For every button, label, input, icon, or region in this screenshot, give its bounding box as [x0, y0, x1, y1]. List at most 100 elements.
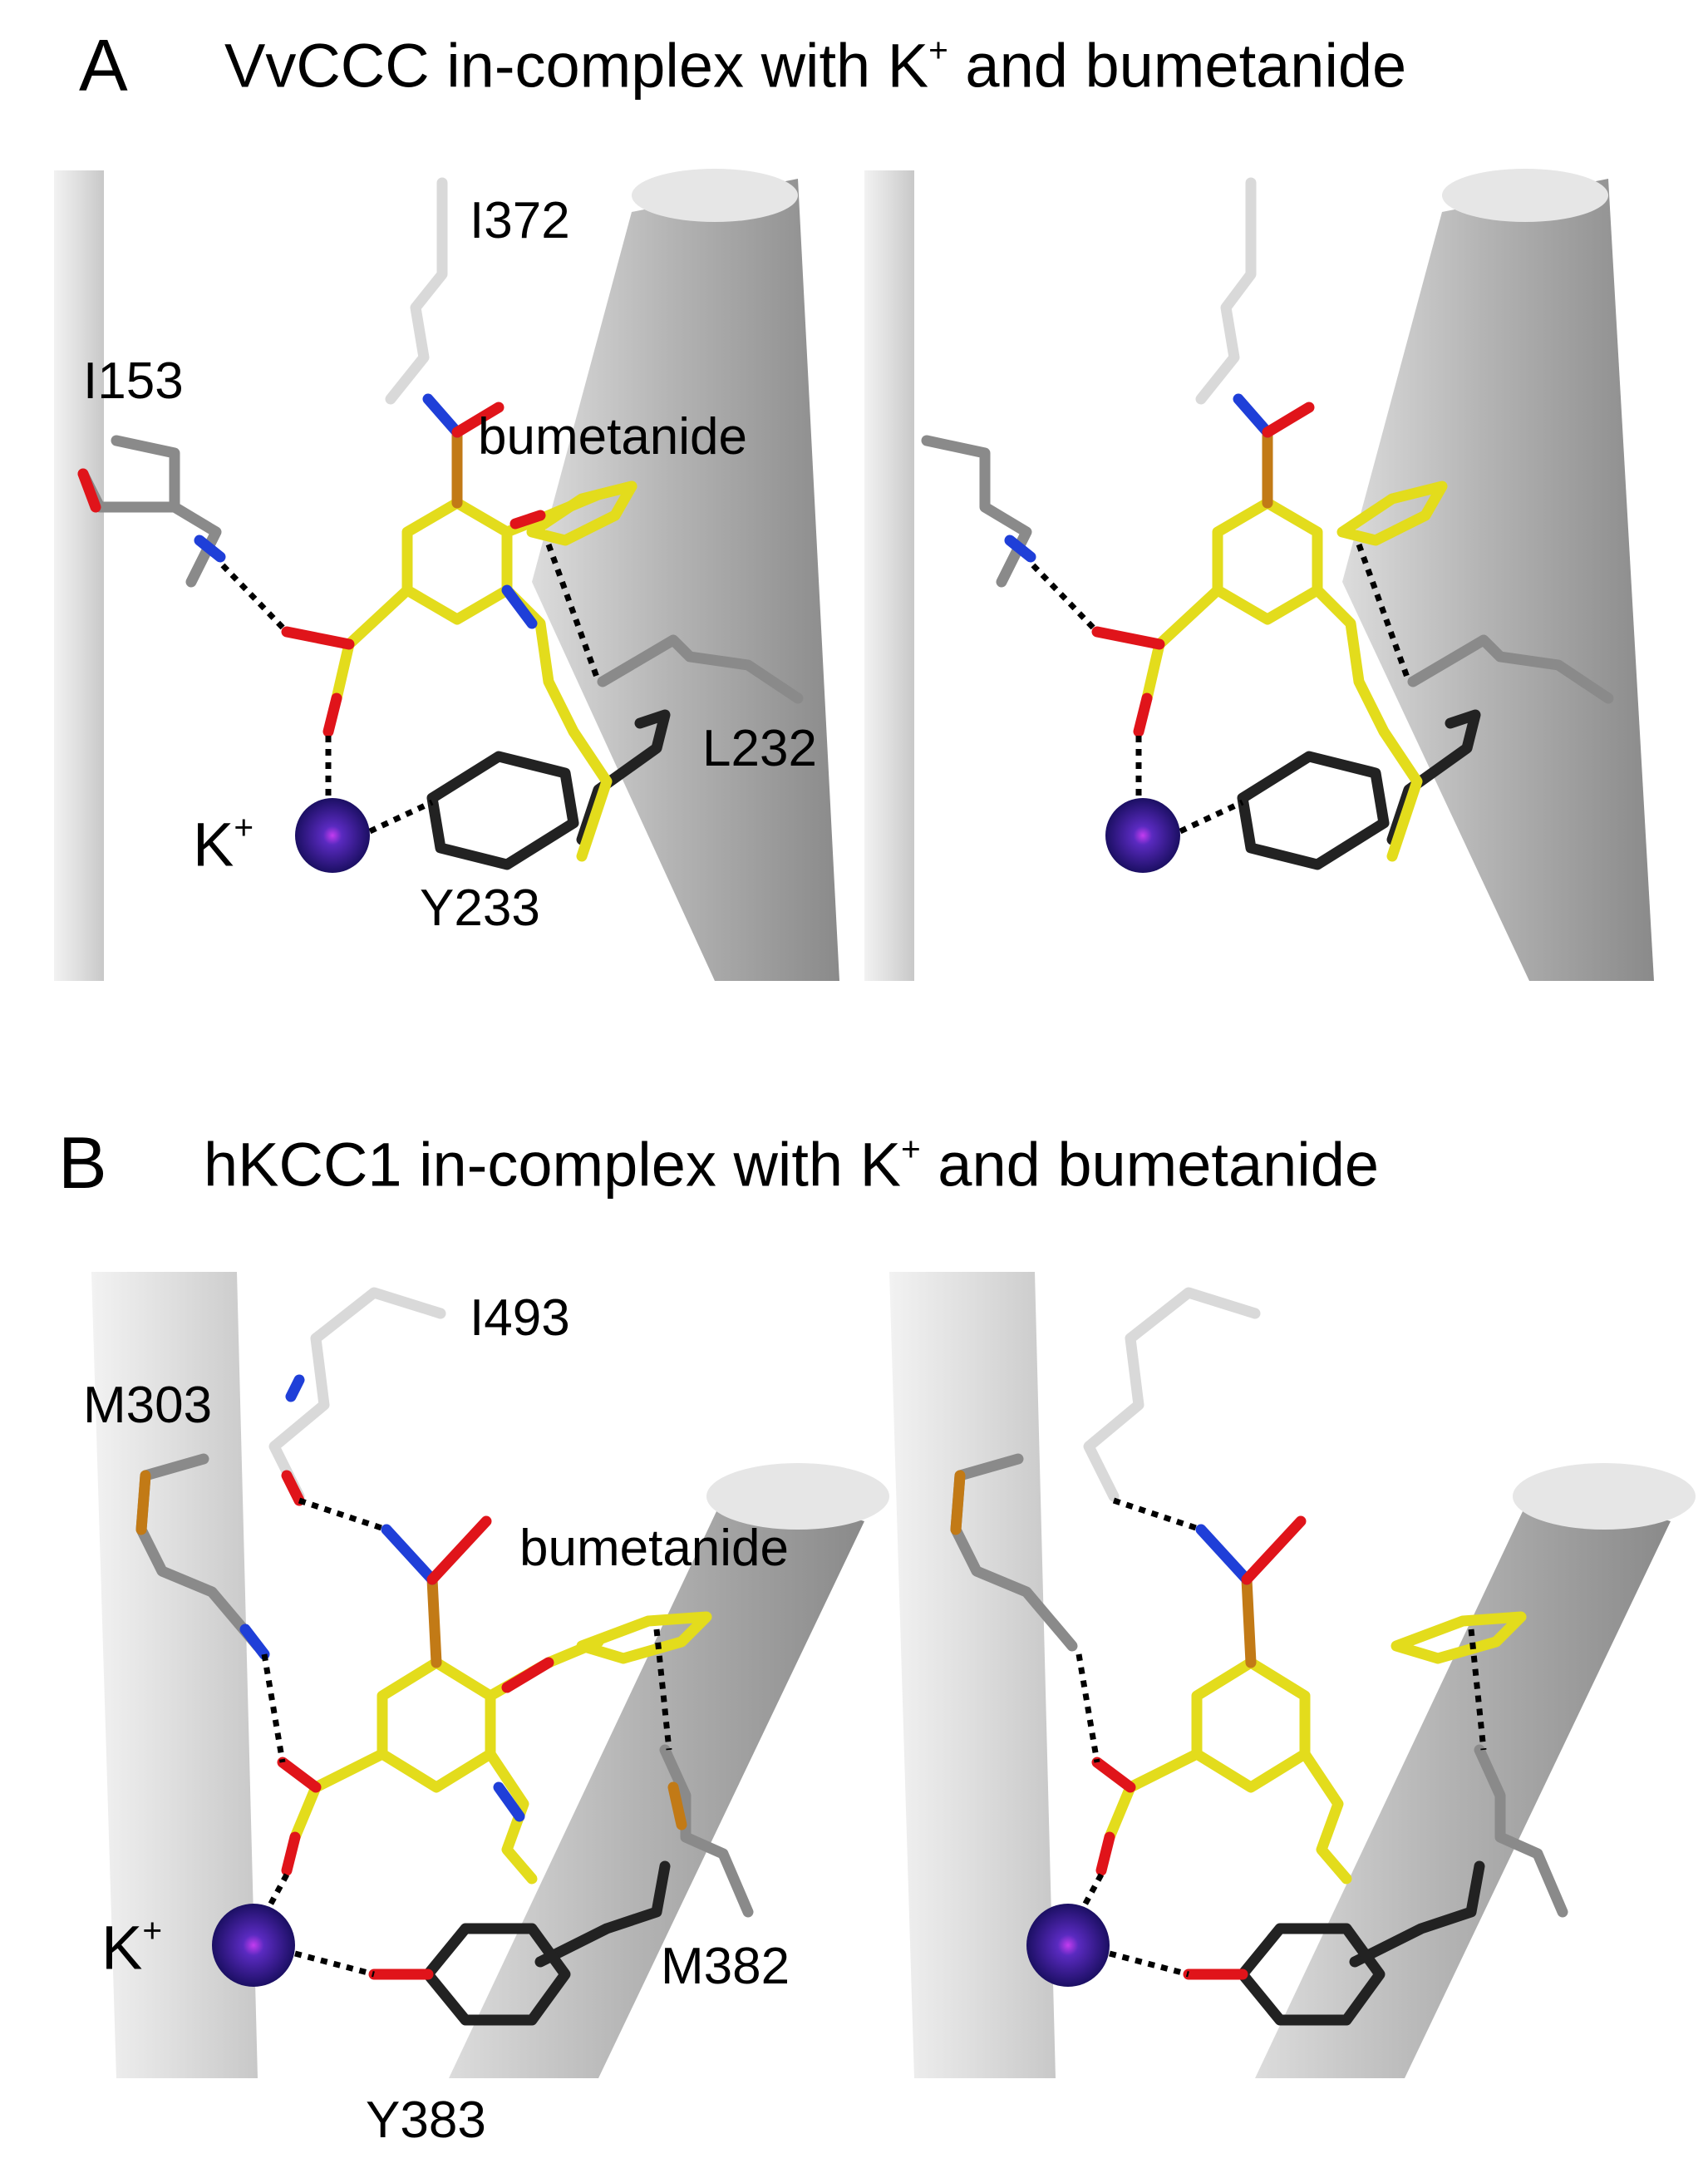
panel-b-title-suffix: and bumetanide [920, 1130, 1380, 1200]
potassium-ion [212, 1904, 295, 1987]
hbond [220, 563, 289, 634]
nitrogen-atom [194, 535, 226, 563]
potassium-ion [295, 798, 370, 873]
potassium-ion [1026, 1904, 1110, 1987]
bumetanide-ring [377, 1657, 496, 1793]
residue-label-l232: L232 [702, 720, 817, 777]
residue-sidechain [268, 1287, 446, 1502]
hbond [294, 1950, 375, 1978]
tyrosine-ring [426, 751, 579, 870]
helix-cylinder [1255, 1480, 1671, 2078]
residue-label-i153: I153 [83, 352, 184, 410]
sulfonamide-sulfur [426, 1574, 442, 1668]
panel-b-title: hKCC1 in-complex with K+ and bumetanide [204, 1132, 1379, 1196]
residue-label-m303: M303 [83, 1377, 213, 1434]
residue-sidechain [1083, 1287, 1261, 1502]
oxygen-atom [281, 626, 355, 650]
nitrogen-atom [381, 1524, 438, 1585]
sulfur-atom [135, 1470, 151, 1535]
residue-sidechain [1349, 1860, 1485, 1968]
panel-a-title-suffix: and bumetanide [948, 31, 1407, 101]
tyrosine-ring [1237, 1923, 1386, 2026]
helix-cap [706, 1463, 889, 1530]
helix-cylinder [54, 170, 104, 981]
panel-a-right-view [864, 169, 1654, 981]
nitrogen-atom [1195, 1524, 1253, 1585]
residue-sidechain [950, 1453, 1078, 1652]
ion-label-a-sup: + [234, 808, 254, 846]
ion-label-b-symbol: K [101, 1913, 143, 1983]
residue-sidechain [659, 1744, 754, 1918]
butyl-chain [501, 584, 613, 862]
residue-sidechain [385, 177, 448, 405]
residue-sidechain [597, 634, 804, 704]
bumetanide-ring [401, 497, 513, 625]
ion-label-a: K+ [193, 811, 253, 876]
helix-cylinder [532, 179, 839, 981]
ligand-label-bumetanide: bumetanide [478, 408, 748, 466]
phenoxy-ring [1391, 1611, 1527, 1664]
ion-label-b-sup: + [142, 1911, 163, 1949]
ion-label-b: K+ [101, 1914, 162, 1979]
oxygen-atom [501, 1657, 554, 1693]
hbond [368, 799, 434, 835]
residue-sidechain [1474, 1744, 1568, 1918]
oxygen-atom [1241, 1515, 1307, 1585]
sulfur-atom [667, 1781, 687, 1830]
hbond [545, 543, 602, 683]
butyl-chain [1299, 1748, 1352, 1885]
oxygen-atom [1091, 626, 1165, 650]
sulfonamide-sulfur [1241, 1574, 1257, 1668]
phenoxy-ring [1336, 480, 1448, 546]
panel-a-title-sup: + [928, 31, 948, 69]
panel-b-letter: B [58, 1121, 107, 1204]
hbond [1356, 543, 1412, 683]
residue-label-i493: I493 [470, 1289, 570, 1347]
oxygen-atom [1262, 402, 1315, 438]
hbond [1179, 799, 1244, 835]
residue-label-m382: M382 [661, 1938, 790, 1995]
helix-cylinder [91, 1272, 258, 2078]
hbond [261, 1653, 286, 1763]
hbond [1112, 1497, 1203, 1533]
residue-label-y233: Y233 [420, 880, 540, 937]
panel-b-title-sup: + [900, 1130, 921, 1168]
sulfur-atom [950, 1470, 966, 1535]
helix-cylinder [864, 170, 914, 981]
residue-label-y383: Y383 [366, 2092, 486, 2149]
ion-label-a-symbol: K [193, 810, 234, 880]
residue-sidechain [921, 435, 1032, 588]
helix-cap [1442, 169, 1608, 222]
residue-sidechain [1195, 177, 1257, 405]
nitrogen-atom [422, 393, 463, 438]
butyl-chain [485, 1748, 538, 1885]
nitrogen-atom [501, 584, 538, 629]
bumetanide-bond [289, 1748, 388, 1843]
tyrosine-ring [1237, 751, 1390, 870]
panel-a-title-prefix: VvCCC in-complex with K [224, 31, 929, 101]
nitrogen-atom [239, 1624, 270, 1660]
nitrogen-atom [1233, 393, 1273, 438]
hbond [1075, 1653, 1100, 1763]
panel-a-left-view [54, 169, 839, 981]
oxygen-atom [281, 1831, 301, 1876]
hbond [298, 1497, 388, 1533]
panel-a-title: VvCCC in-complex with K+ and bumetanide [224, 33, 1406, 97]
oxygen-atom [426, 1515, 492, 1585]
oxygen-atom [509, 510, 546, 530]
oxygen-atom [1095, 1831, 1115, 1876]
nitrogen-atom [493, 1781, 525, 1822]
oxygen-atom [451, 402, 505, 438]
phenoxy-ring [576, 1611, 712, 1664]
bumetanide-ring [1212, 497, 1323, 625]
oxygen-atom [277, 1757, 322, 1793]
helix-cylinder [889, 1272, 1056, 2078]
helix-cylinder [449, 1480, 864, 2078]
bumetanide-ring [1191, 1657, 1311, 1793]
residue-sidechain [1407, 634, 1614, 704]
oxygen-atom [1133, 692, 1153, 737]
butyl-chain [1312, 584, 1423, 862]
oxygen-atom [1091, 1757, 1136, 1793]
tyrosine-ring [422, 1923, 571, 2026]
